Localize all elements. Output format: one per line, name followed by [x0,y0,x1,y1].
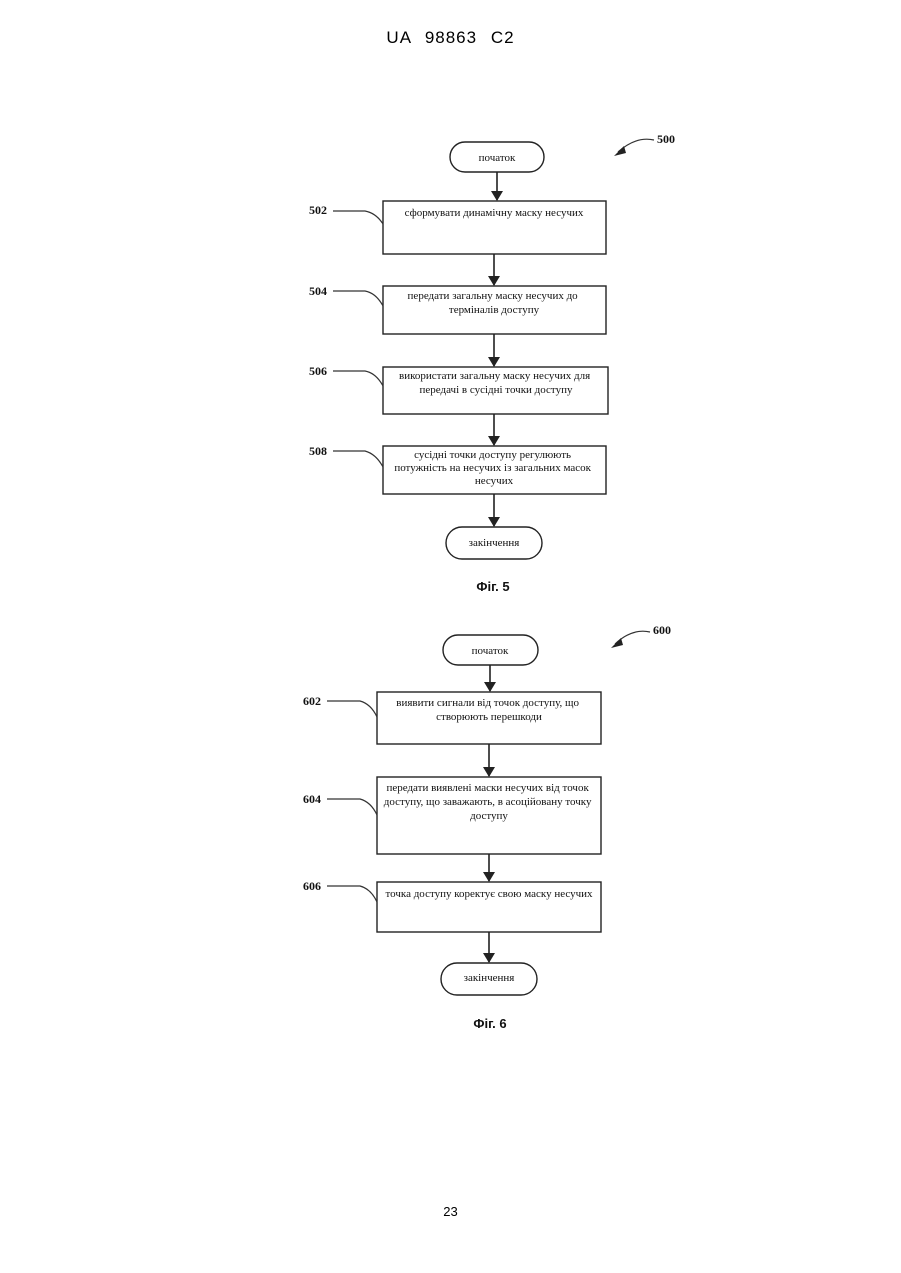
figure-ref-label: 600 [653,623,671,637]
ref-label-504: 504 [309,284,327,298]
svg-text:точка доступу коректує свою ма: точка доступу коректує свою маску несучи… [385,888,593,900]
end-label: закінчення [469,537,520,549]
step-502-line-1: сформувати динамічну маску несучих [405,207,584,219]
step-508-line-1: сусідні точки доступу регулюють [414,449,571,461]
ref-label-502: 502 [309,203,327,217]
ref-label-506: 506 [309,364,327,378]
ref-leader-606 [327,886,377,902]
figure-5: 500 початок сформувати динамічну маску н… [309,132,675,594]
ref-label-508: 508 [309,444,327,458]
step-606-line-1: точка доступу коректує свою маску несучи… [385,888,593,900]
figure-ref-label: 500 [657,132,675,146]
ref-leader-508 [333,451,383,467]
start-label: початок [472,645,509,657]
step-602-line-2: створюють перешкоди [436,711,542,723]
ref-leader-502 [333,211,383,224]
figure-6: 600 початок виявити сигнали від точок до… [303,623,671,1031]
step-504-line-2: терміналів доступу [449,304,540,316]
step-506-line-1: використати загальну маску несучих для [399,370,590,382]
step-604-line-3: доступу [470,810,508,822]
page-number: 23 [0,1204,901,1219]
step-508-line-3: несучих [475,475,514,487]
start-label: початок [479,152,516,164]
ref-label-606: 606 [303,879,321,893]
ref-leader-504 [333,291,383,306]
ref-leader-604 [327,799,377,815]
step-604-line-2: доступу, що заважають, в асоційовану точ… [384,796,592,808]
step-604-line-1: передати виявлені маски несучих від точо… [386,782,589,794]
svg-text:сформувати динамічну маску нес: сформувати динамічну маску несучих [405,207,584,219]
figure-caption: Фіг. 5 [476,579,509,594]
figure-caption: Фіг. 6 [473,1016,506,1031]
end-label: закінчення [464,972,515,984]
step-504-line-1: передати загальну маску несучих до [408,290,579,302]
ref-leader-506 [333,371,383,386]
ref-label-604: 604 [303,792,321,806]
ref-leader-602 [327,701,377,717]
step-506-line-2: передачі в сусідні точки доступу [420,384,573,396]
ref-label-602: 602 [303,694,321,708]
step-602-line-1: виявити сигнали від точок доступу, що [396,697,579,709]
step-508-line-2: потужність на несучих із загальних масок [394,462,591,474]
